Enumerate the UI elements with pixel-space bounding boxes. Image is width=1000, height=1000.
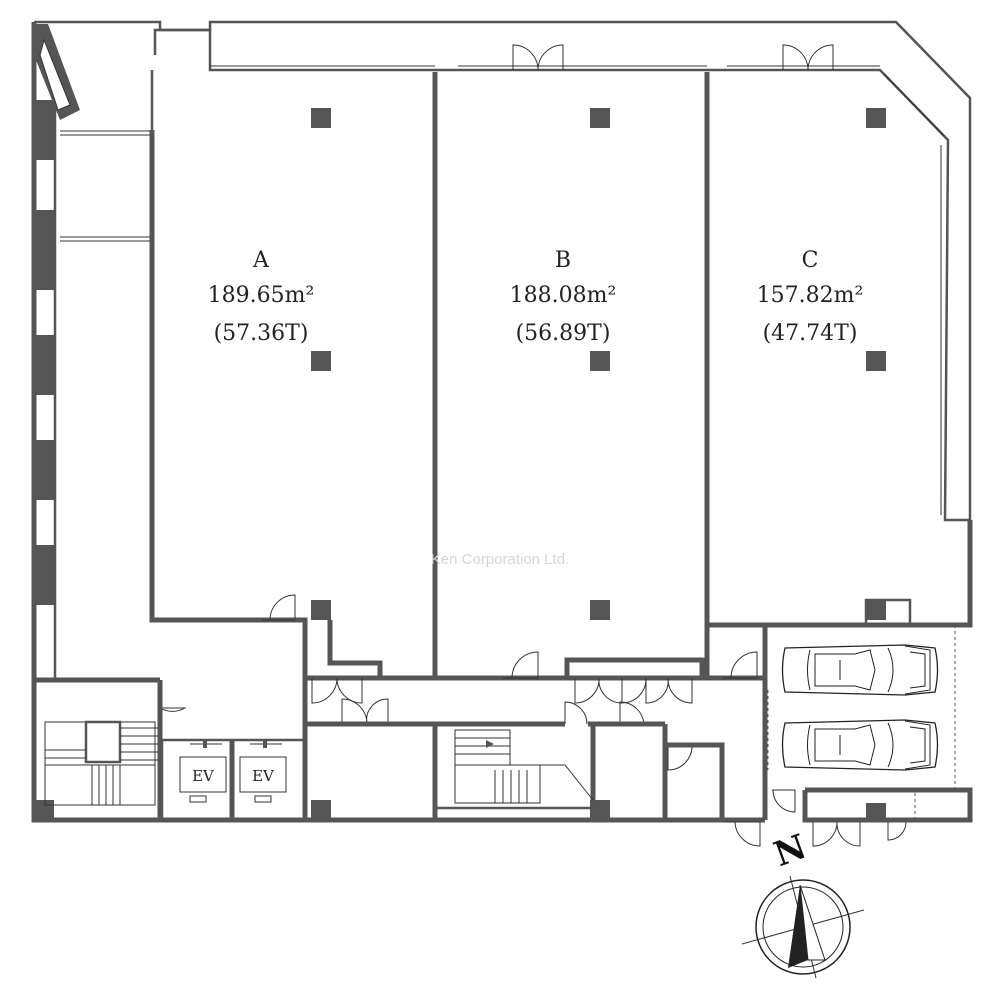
room-b-step — [564, 657, 705, 678]
room-c-label: C 157.82m² (47.74T) — [757, 248, 864, 346]
door-swing-icon — [512, 44, 564, 71]
windows — [60, 65, 945, 515]
wall-wedge-inner — [39, 38, 71, 111]
wall-segment — [34, 335, 54, 395]
door-swing-icon — [564, 701, 588, 725]
wall-segment — [34, 545, 54, 605]
room-b-label: B 188.08m² (56.89T) — [510, 248, 617, 346]
outer-wall-perimeter — [31, 22, 765, 823]
wall-segment — [34, 210, 54, 290]
room-tsubo: (57.36T) — [214, 321, 309, 346]
north-label: N — [769, 827, 812, 875]
door-swing-icon — [621, 677, 693, 704]
column — [311, 108, 331, 128]
column — [866, 351, 886, 371]
room-name: B — [555, 248, 571, 273]
door-swing-icon — [667, 744, 693, 771]
elevator-1: EV — [179, 740, 227, 803]
column — [34, 800, 54, 820]
door-swing-icon — [887, 821, 907, 841]
door-swing-icon — [311, 677, 363, 704]
door-swing-icon — [574, 677, 623, 704]
room-area: 189.65m² — [208, 283, 315, 308]
door-swing-icon — [812, 821, 861, 847]
door-swing-icon — [503, 651, 539, 679]
parking-bottom — [802, 787, 973, 823]
room-a-label: A 189.65m² (57.36T) — [208, 248, 315, 346]
columns — [34, 108, 886, 820]
elevator-2: EV — [239, 740, 287, 803]
service-core: EV EV — [34, 677, 725, 822]
parking — [767, 625, 971, 821]
parking-boundary — [914, 791, 971, 821]
elevator-label: EV — [252, 767, 275, 785]
door-swing-icon — [782, 44, 834, 71]
stairs-icon — [44, 720, 158, 806]
door-swing-icon — [341, 698, 389, 725]
inner-facade — [153, 28, 970, 522]
room-name: A — [252, 248, 270, 273]
column — [590, 108, 610, 128]
tenant-walls — [149, 70, 970, 681]
door-swing-icon — [722, 651, 758, 679]
room-name: C — [802, 248, 819, 273]
door-swing-icon — [725, 821, 761, 847]
watermark: Ken Corporation Ltd. — [431, 551, 569, 568]
column — [866, 108, 886, 128]
room-area: 157.82m² — [757, 283, 864, 308]
compass-rose-icon — [741, 875, 865, 979]
room-a-wall — [149, 130, 765, 681]
room-area: 188.08m² — [510, 283, 617, 308]
outer-walls — [31, 20, 973, 823]
wall-segment — [34, 440, 54, 500]
column — [590, 600, 610, 620]
column — [866, 803, 886, 820]
door-swing-icon — [159, 683, 187, 712]
column — [311, 351, 331, 371]
window — [883, 73, 945, 137]
core-wall — [665, 742, 725, 820]
column — [866, 600, 886, 620]
outer-wall-top — [34, 20, 972, 522]
car-icon — [781, 719, 939, 771]
column — [311, 800, 331, 820]
doors — [159, 44, 907, 847]
column — [590, 351, 610, 371]
elevator-label: EV — [192, 767, 215, 785]
door-swing-icon — [619, 701, 654, 725]
wall-segment — [34, 100, 54, 160]
column — [311, 600, 331, 620]
room-tsubo: (47.74T) — [763, 321, 858, 346]
stairs-icon — [454, 729, 594, 804]
room-a-step — [327, 620, 383, 678]
car-icon — [781, 644, 939, 696]
room-tsubo: (56.89T) — [516, 321, 611, 346]
door-swing-icon — [262, 594, 296, 621]
door-swing-icon — [772, 789, 796, 813]
